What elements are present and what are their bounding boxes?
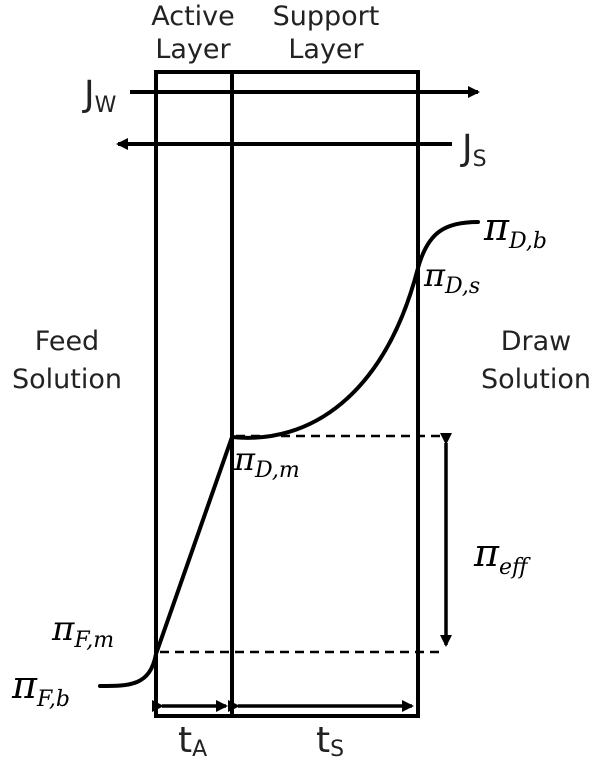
active-layer-label-1: Active	[151, 1, 235, 32]
draw-solution-label-1: Draw	[501, 326, 572, 357]
active-layer-label-2: Layer	[155, 34, 231, 65]
feed-solution-label-1: Feed	[35, 326, 99, 357]
pi-eff-label: πeff	[473, 531, 531, 580]
pi-F-m-label: πF,m	[51, 609, 114, 653]
t-A-label: tA	[178, 720, 207, 758]
draw-solution-label-2: Solution	[481, 364, 591, 395]
pi-D-s-label: πD,s	[423, 256, 480, 299]
pi-D-m-label: πD,m	[233, 440, 300, 483]
pi-F-b-label: πF,b	[11, 663, 70, 712]
support-layer-label-2: Layer	[288, 34, 364, 65]
solute-flux-label: JS	[460, 128, 487, 172]
support-layer-box	[230, 70, 420, 718]
t-S-label: tS	[316, 720, 344, 758]
feed-solution-label-2: Solution	[12, 364, 122, 395]
pi-D-b-label: πD,b	[483, 205, 547, 254]
water-flux-label: JW	[82, 74, 117, 118]
support-layer-label-1: Support	[273, 1, 380, 32]
concentration-profile	[98, 220, 480, 688]
